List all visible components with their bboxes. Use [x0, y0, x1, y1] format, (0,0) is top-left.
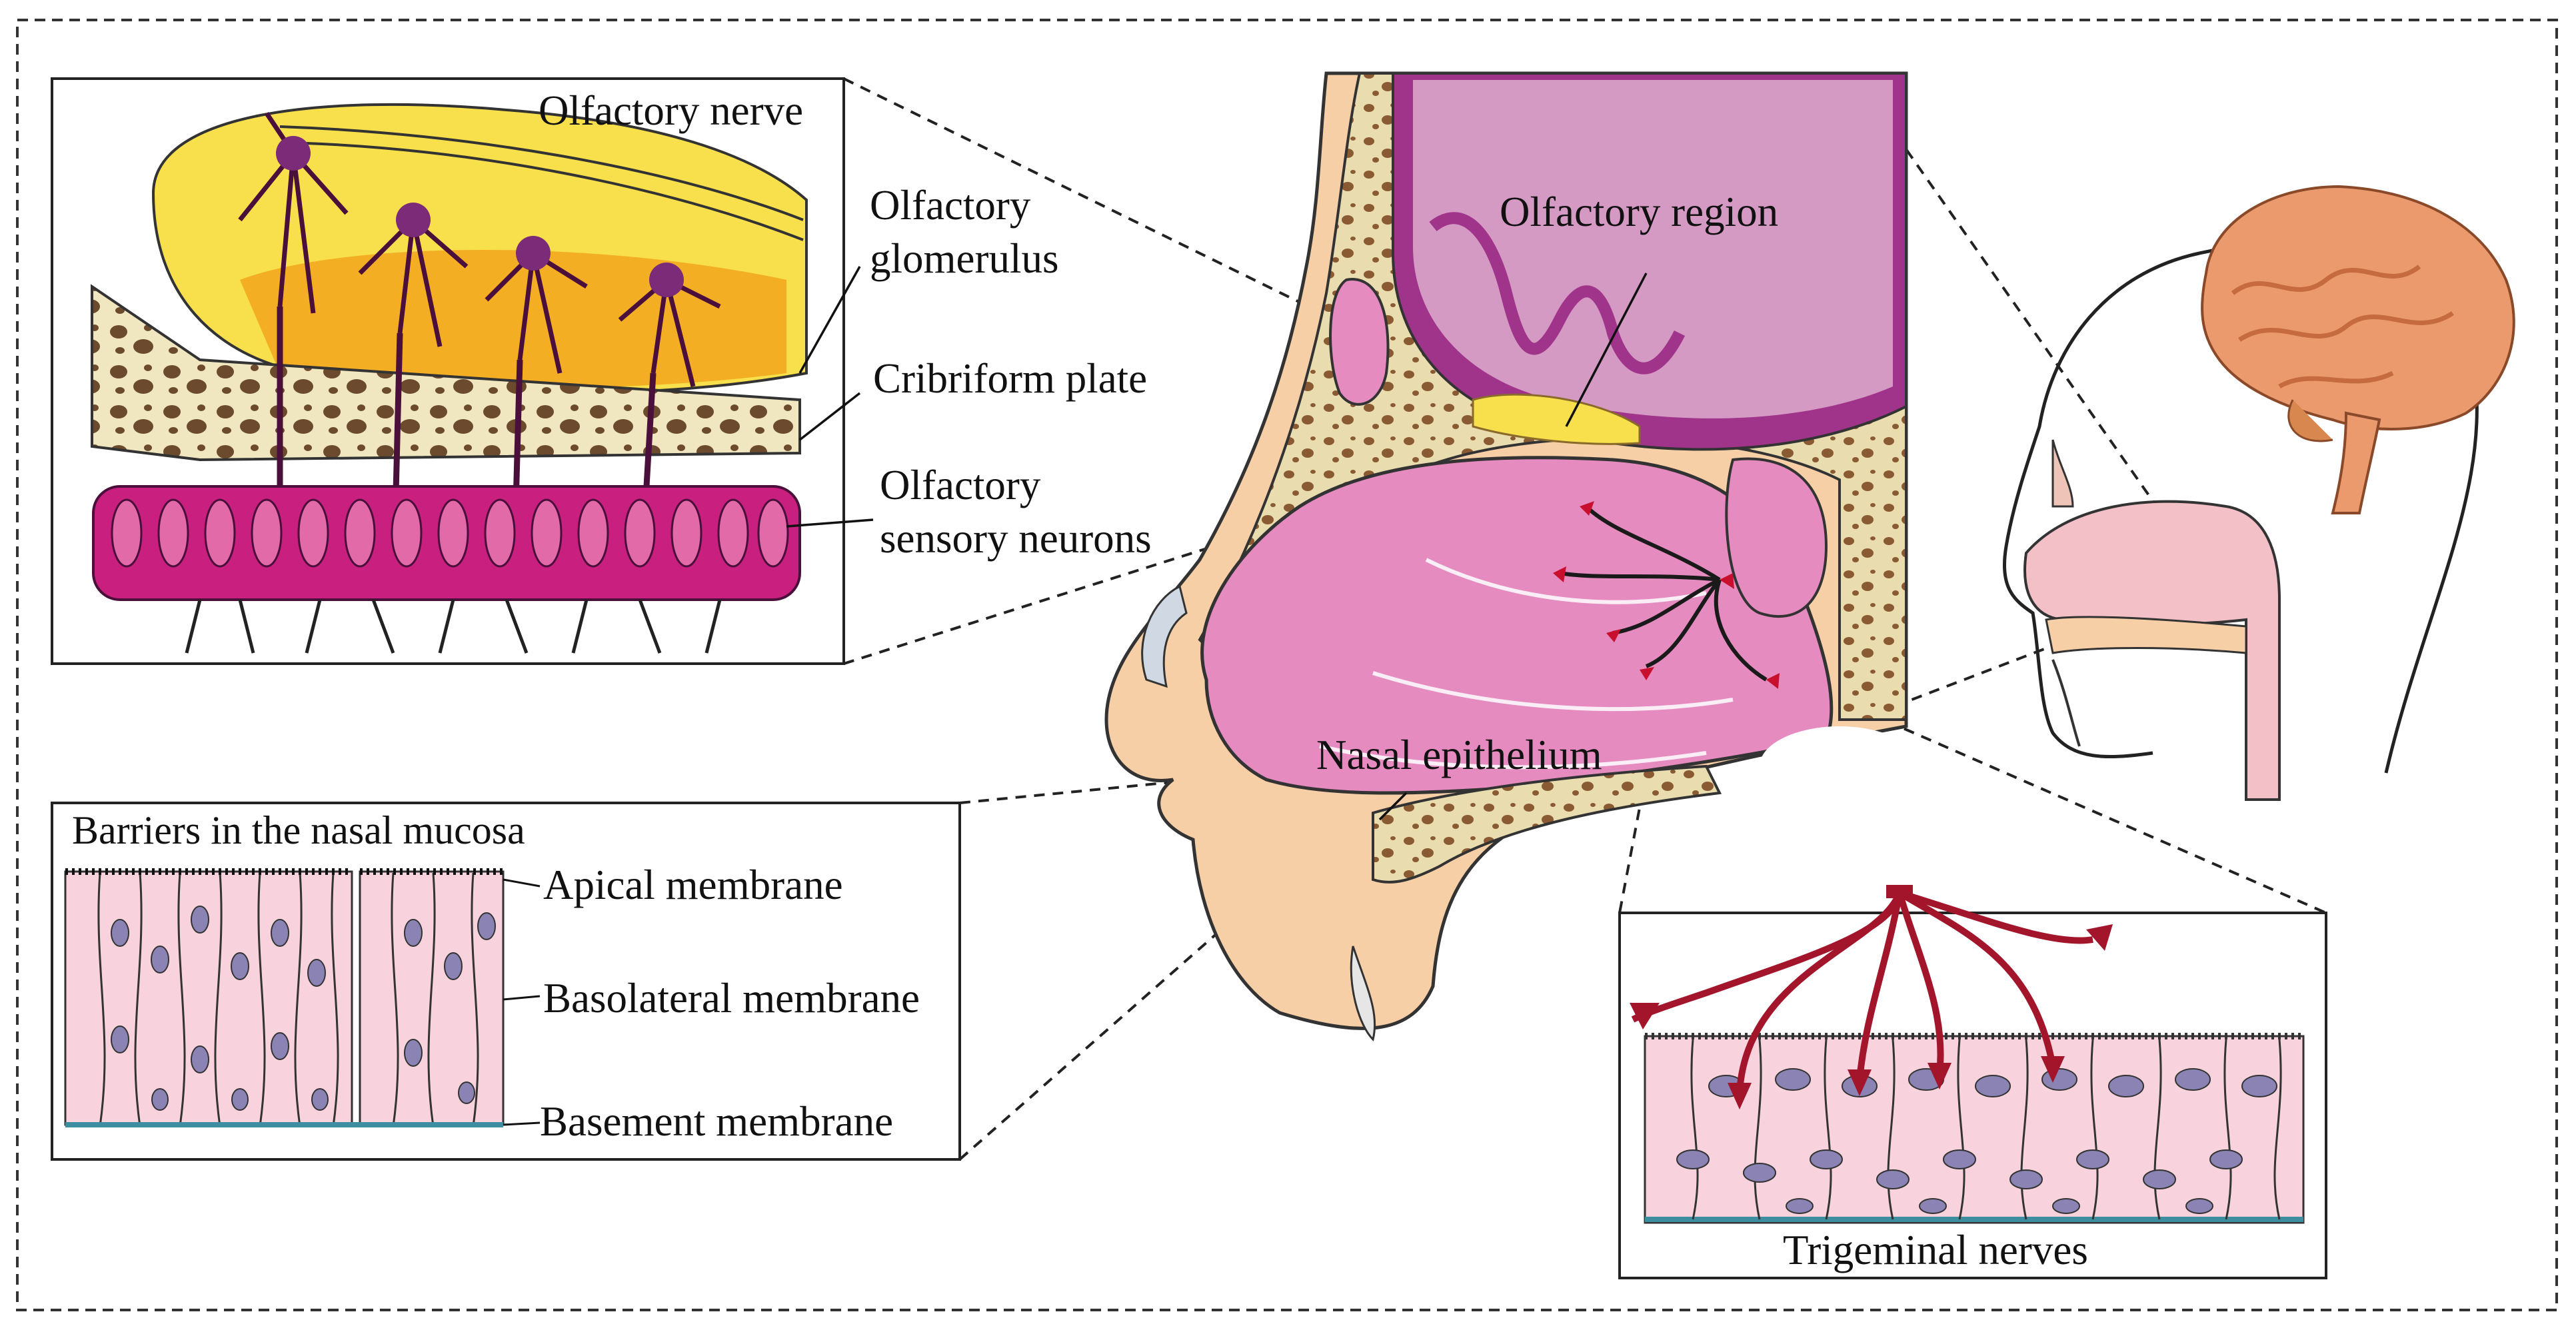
head-illustration — [2002, 185, 2515, 801]
nasal-cavity-diagram — [1104, 71, 1920, 1041]
basolateral-membrane-label: Basolateral membrane — [543, 975, 920, 1021]
mucosa-inset — [51, 802, 961, 1161]
hard-palate — [1372, 764, 1722, 884]
olfactory-glomerulus-label-line1: Olfactory — [870, 182, 1031, 229]
sinus — [1725, 457, 1828, 618]
trigeminal-inset — [1618, 885, 2327, 1279]
nasal-epithelium-label: Nasal epithelium — [1316, 732, 1602, 778]
sensory-neuron-row — [92, 485, 801, 654]
sensory-neurons-label-line2: sensory neurons — [880, 515, 1152, 562]
sensory-neurons-label-line1: Olfactory — [880, 462, 1041, 508]
olfactory-bulb-small — [1472, 393, 1641, 445]
olfactory-inset — [51, 77, 874, 665]
olfactory-glomerulus-label-line2: glomerulus — [870, 235, 1059, 282]
mucosa-inset-title: Barriers in the nasal mucosa — [72, 808, 525, 852]
epithelium-block-left — [64, 870, 353, 1126]
mitral-neurons — [238, 112, 721, 600]
olfactory-region-label: Olfactory region — [1500, 189, 1779, 235]
basement-membrane-label: Basement membrane — [540, 1098, 894, 1145]
figure-border — [16, 19, 2558, 1311]
trigeminal-small — [1559, 504, 1768, 682]
trigeminal-nerves-label: Trigeminal nerves — [1783, 1227, 2088, 1273]
cribriform-plate-label: Cribriform plate — [873, 355, 1148, 402]
brain-illustration — [2201, 185, 2515, 430]
apical-membrane-label: Apical membrane — [543, 862, 843, 908]
nasal-airway — [1200, 456, 1834, 795]
olfactory-nerve-label: Olfactory nerve — [539, 87, 804, 134]
cribriform-plate — [91, 284, 801, 462]
